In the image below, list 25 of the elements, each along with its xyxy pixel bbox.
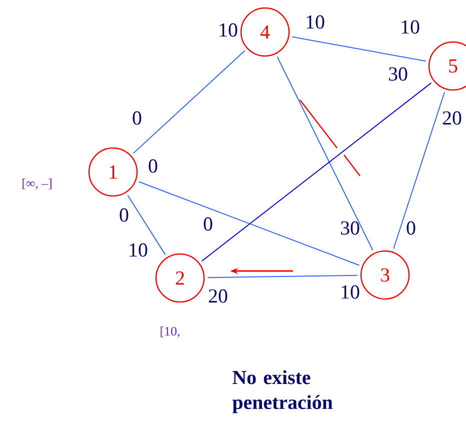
capacity-number: 30 — [341, 221, 360, 235]
label-text: [∞, –] — [22, 178, 52, 190]
capacity-number: 10 — [306, 15, 324, 29]
caption: No existe penetración — [232, 370, 333, 414]
edge-line — [292, 36, 426, 62]
edge-line — [127, 194, 166, 256]
edge-line — [138, 181, 360, 266]
edge-line — [276, 56, 374, 251]
edge-line — [201, 82, 432, 262]
capacity-number: 0 — [132, 111, 142, 125]
capacity-number: 10 — [402, 20, 420, 34]
capacity-number: 10 — [342, 285, 360, 299]
edge-line — [132, 50, 246, 154]
capacity-number: 10 — [220, 23, 238, 37]
capacity-number: 0 — [406, 221, 416, 235]
label-text: [10, — [160, 326, 180, 338]
capacity-number: 20 — [208, 289, 228, 303]
capacity-number: 0 — [148, 159, 158, 173]
capacity-number: 0 — [120, 208, 128, 222]
edge-line — [393, 92, 445, 250]
edge-line — [207, 274, 358, 278]
capacity-number: 10 — [130, 243, 148, 257]
capacity-number: 20 — [442, 111, 462, 125]
capacity-number: 0 — [204, 217, 212, 231]
capacity-number: 30 — [389, 67, 408, 81]
